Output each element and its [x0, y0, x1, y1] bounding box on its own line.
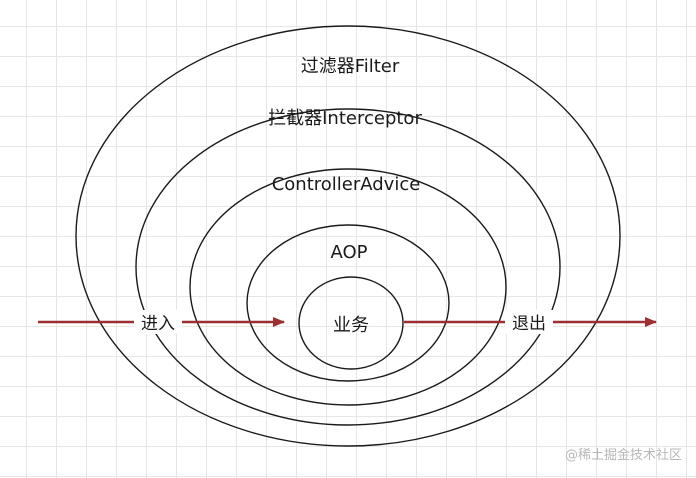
filter-layer-ellipse	[75, 25, 621, 447]
aop-layer-label: AOP	[330, 242, 367, 263]
exit-label-bg	[505, 310, 553, 334]
controller-advice-layer-label: ControllerAdvice	[272, 174, 421, 195]
business-layer-label: 业务	[333, 315, 369, 336]
business-layer-ellipse	[298, 276, 404, 370]
filter-layer-label: 过滤器Filter	[301, 56, 400, 77]
controller-advice-layer-ellipse	[189, 168, 507, 406]
interceptor-layer-label: 拦截器Interceptor	[268, 108, 422, 129]
watermark: @稀土掘金技术社区	[565, 447, 682, 463]
enter-label-bg	[134, 310, 182, 334]
exit-label: 退出	[512, 314, 546, 334]
enter-label: 进入	[141, 314, 175, 334]
interceptor-layer-ellipse	[135, 108, 561, 426]
aop-layer-ellipse	[246, 224, 450, 382]
